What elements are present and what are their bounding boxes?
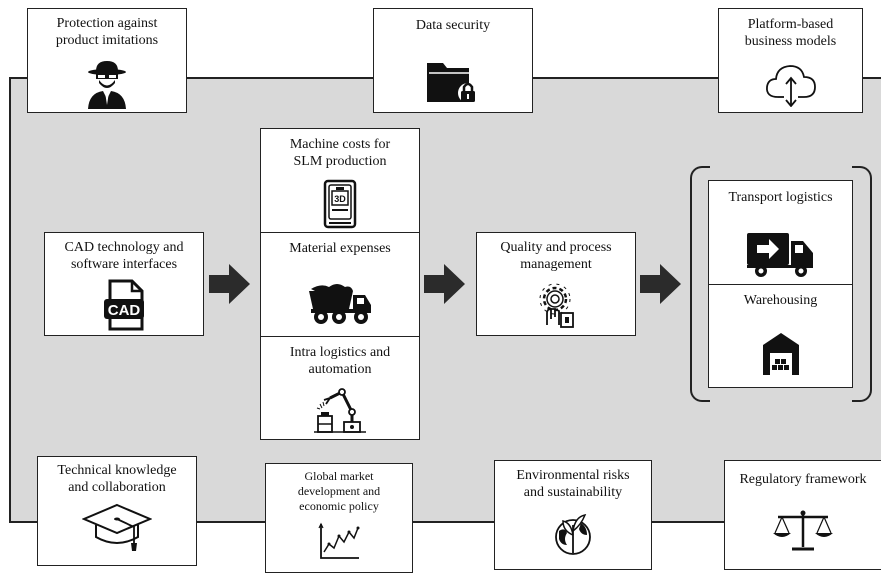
box-label: Warehousing — [743, 293, 818, 308]
svg-text:3D: 3D — [334, 194, 346, 204]
robot-arm-icon — [314, 388, 366, 433]
box-machine-costs: Machine costs for SLM production 3D — [260, 128, 420, 233]
box-label: Technical knowledge and collaboration — [57, 463, 177, 495]
box-label: Quality and process management — [500, 240, 612, 272]
svg-text:CAD: CAD — [108, 302, 141, 319]
flow-arrow-1 — [209, 264, 250, 304]
box-label: Protection against product imitations — [55, 16, 159, 48]
box-label: CAD technology and software interfaces — [64, 240, 184, 272]
box-environmental-risks: Environmental risks and sustainability — [494, 460, 652, 570]
flow-arrow-3 — [640, 264, 681, 304]
box-intra-logistics: Intra logistics and automation — [260, 336, 420, 440]
dump-truck-icon — [309, 284, 371, 324]
line-chart-icon — [318, 522, 360, 559]
warehouse-icon — [762, 333, 799, 375]
box-global-market: Global market development and economic p… — [265, 463, 413, 573]
box-label: Global market development and economic p… — [297, 469, 381, 513]
bracket-left — [690, 166, 710, 402]
box-material-expenses: Material expenses — [260, 232, 420, 337]
box-regulatory-framework: Regulatory framework — [724, 460, 881, 570]
box-label: Environmental risks and sustainability — [516, 468, 630, 500]
box-label: Regulatory framework — [739, 472, 867, 487]
cad-file-icon: CAD — [104, 279, 144, 331]
box-label: Machine costs for SLM production — [289, 137, 391, 169]
box-warehousing: Warehousing — [708, 284, 853, 388]
box-label: Platform-based business models — [744, 17, 837, 49]
box-transport-logistics: Transport logistics — [708, 180, 853, 285]
box-label: Intra logistics and automation — [289, 345, 391, 377]
3d-printer-icon: 3D — [323, 179, 357, 229]
box-label: Transport logistics — [728, 190, 833, 205]
box-label: Data security — [415, 18, 491, 33]
detective-icon — [88, 61, 126, 109]
locked-folder-icon — [427, 63, 478, 103]
box-technical-knowledge: Technical knowledge and collaboration — [37, 456, 197, 566]
box-quality-process: Quality and process management — [476, 232, 636, 336]
box-product-imitations: Protection against product imitations — [27, 8, 187, 113]
box-platform-business: Platform-based business models — [718, 8, 863, 113]
box-data-security: Data security — [373, 8, 533, 113]
cloud-upload-download-icon — [765, 65, 816, 107]
plant-globe-icon — [555, 513, 591, 555]
delivery-truck-icon — [746, 233, 813, 277]
bracket-right — [852, 166, 872, 402]
box-label: Material expenses — [289, 241, 391, 256]
flow-arrow-2 — [424, 264, 465, 304]
graduation-cap-icon — [82, 503, 152, 551]
scales-icon — [773, 510, 833, 551]
gear-hand-icon — [539, 283, 574, 328]
box-cad-technology: CAD technology and software interfaces C… — [44, 232, 204, 336]
